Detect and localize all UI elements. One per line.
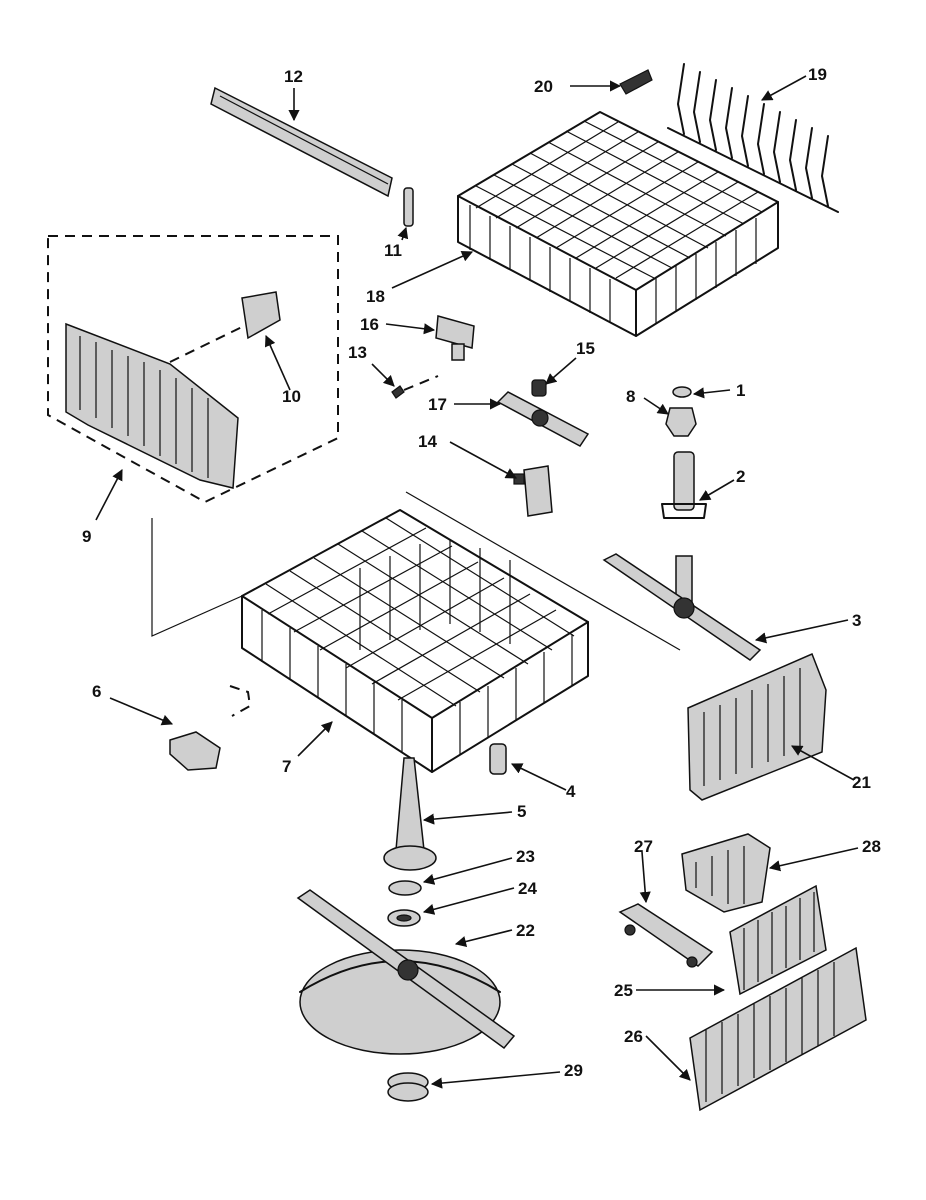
part-stud: [403, 187, 414, 227]
part-conduit-tube: [661, 451, 707, 519]
callout-16: 16: [360, 315, 379, 334]
callout-9: 9: [82, 527, 91, 546]
part-spray-arm-nut: [531, 379, 547, 397]
callout-4: 4: [566, 782, 576, 801]
callout-29: 29: [564, 1061, 583, 1080]
callout-26: 26: [624, 1027, 643, 1046]
part-bracket-lower: [618, 903, 714, 968]
callout-3: 3: [852, 611, 861, 630]
callout-2: 2: [736, 467, 745, 486]
part-ring: [387, 1072, 429, 1102]
callout-22: 22: [516, 921, 535, 940]
part-lower-spray-arm-filter: [296, 889, 516, 1055]
part-screw: [391, 375, 439, 399]
callout-21: 21: [852, 773, 871, 792]
callout-15: 15: [576, 339, 595, 358]
part-lower-rack: [151, 491, 681, 773]
part-telescoping-tower: [383, 757, 437, 871]
part-cover-basket: [681, 833, 771, 913]
part-rail-strip: [210, 86, 393, 198]
part-clip: [619, 69, 653, 95]
callout-7: 7: [282, 757, 291, 776]
callout-14: 14: [418, 432, 437, 451]
part-nut: [665, 407, 697, 437]
callout-27: 27: [634, 837, 653, 856]
part-tine-row: [667, 63, 839, 213]
part-washer: [388, 880, 422, 896]
part-rack-roller: [169, 685, 252, 771]
part-silverware-basket-assembly: [47, 235, 339, 504]
part-seal: [387, 909, 421, 927]
callout-11: 11: [384, 241, 402, 260]
part-feed-tube-manifold: [513, 465, 553, 517]
callout-18: 18: [366, 287, 385, 306]
callout-28: 28: [862, 837, 881, 856]
callout-8: 8: [626, 387, 635, 406]
callout-labels: 1 2 3 4 5 6 7 8 9 10 11 12 13 14 15 16 1…: [82, 65, 881, 1080]
callout-20: 20: [534, 77, 553, 96]
callout-5: 5: [517, 802, 526, 821]
callout-24: 24: [518, 879, 537, 898]
part-spray-arm-mount: [602, 553, 762, 661]
part-silverware-basket: [687, 653, 827, 801]
callout-19: 19: [808, 65, 827, 84]
part-retainer: [672, 386, 692, 398]
part-bracket: [435, 315, 475, 361]
part-tine-assembly-large: [689, 946, 867, 1112]
callout-25: 25: [614, 981, 633, 1000]
part-stud-lower: [489, 743, 507, 775]
callout-1: 1: [736, 381, 745, 400]
leader-lines: [95, 75, 859, 1089]
callout-17: 17: [428, 395, 447, 414]
callout-10: 10: [282, 387, 301, 406]
part-upper-rack: [457, 111, 779, 337]
callout-23: 23: [516, 847, 535, 866]
part-tine-assembly-small: [729, 884, 827, 996]
callout-13: 13: [348, 343, 367, 362]
callout-12: 12: [284, 67, 303, 86]
part-upper-spray-arm: [496, 391, 590, 447]
callout-6: 6: [92, 682, 101, 701]
